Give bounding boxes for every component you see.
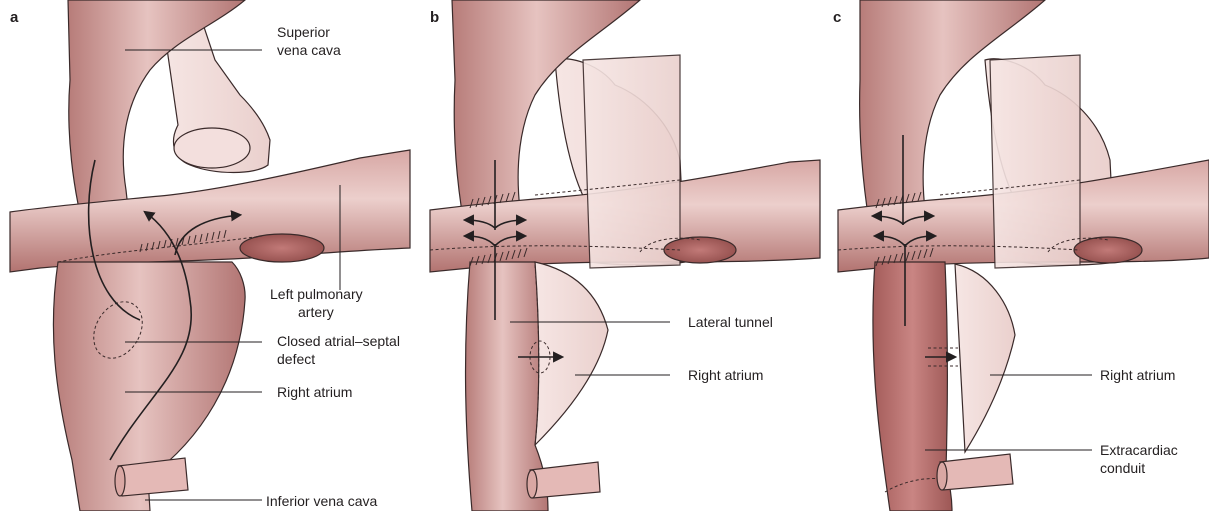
ivc-stub-end-a [115,466,125,496]
panel-a-letter: a [10,9,19,26]
label-ra-c: Right atrium [1100,367,1175,383]
pa-opening-c [1074,237,1142,263]
right-atrium-c [955,264,1015,452]
panel-b: b Lateral tunnel Right at [430,0,820,511]
ivc-stub-end-b [527,470,537,498]
label-conduit-2: conduit [1100,460,1145,476]
label-asd-1: Closed atrial–septal [277,333,400,349]
right-atrium-b [535,262,608,445]
label-lpa-2: artery [298,304,334,320]
aorta-ostium-a [174,128,250,168]
pale-atrium-c [990,55,1080,268]
panel-c-letter: c [833,9,841,26]
pa-opening-a [240,234,324,262]
ivc-stub-end-c [937,462,947,490]
label-ra-a: Right atrium [277,384,352,400]
panel-c: c Right atrium Extracardiac conduit [833,0,1209,511]
panel-b-letter: b [430,9,439,26]
ivc-stub-c [940,454,1013,490]
label-ra-b: Right atrium [688,367,763,383]
label-svc-2: vena cava [277,42,341,58]
label-lpa-1: Left pulmonary [270,286,363,302]
label-asd-2: defect [277,351,315,367]
label-tunnel: Lateral tunnel [688,314,773,330]
label-conduit-1: Extracardiac [1100,442,1178,458]
label-ivc: Inferior vena cava [266,493,377,509]
panel-a: a Superior vena cava Left pulmona [10,0,410,511]
pale-atrium-b [583,55,680,268]
label-svc-1: Superior [277,24,330,40]
